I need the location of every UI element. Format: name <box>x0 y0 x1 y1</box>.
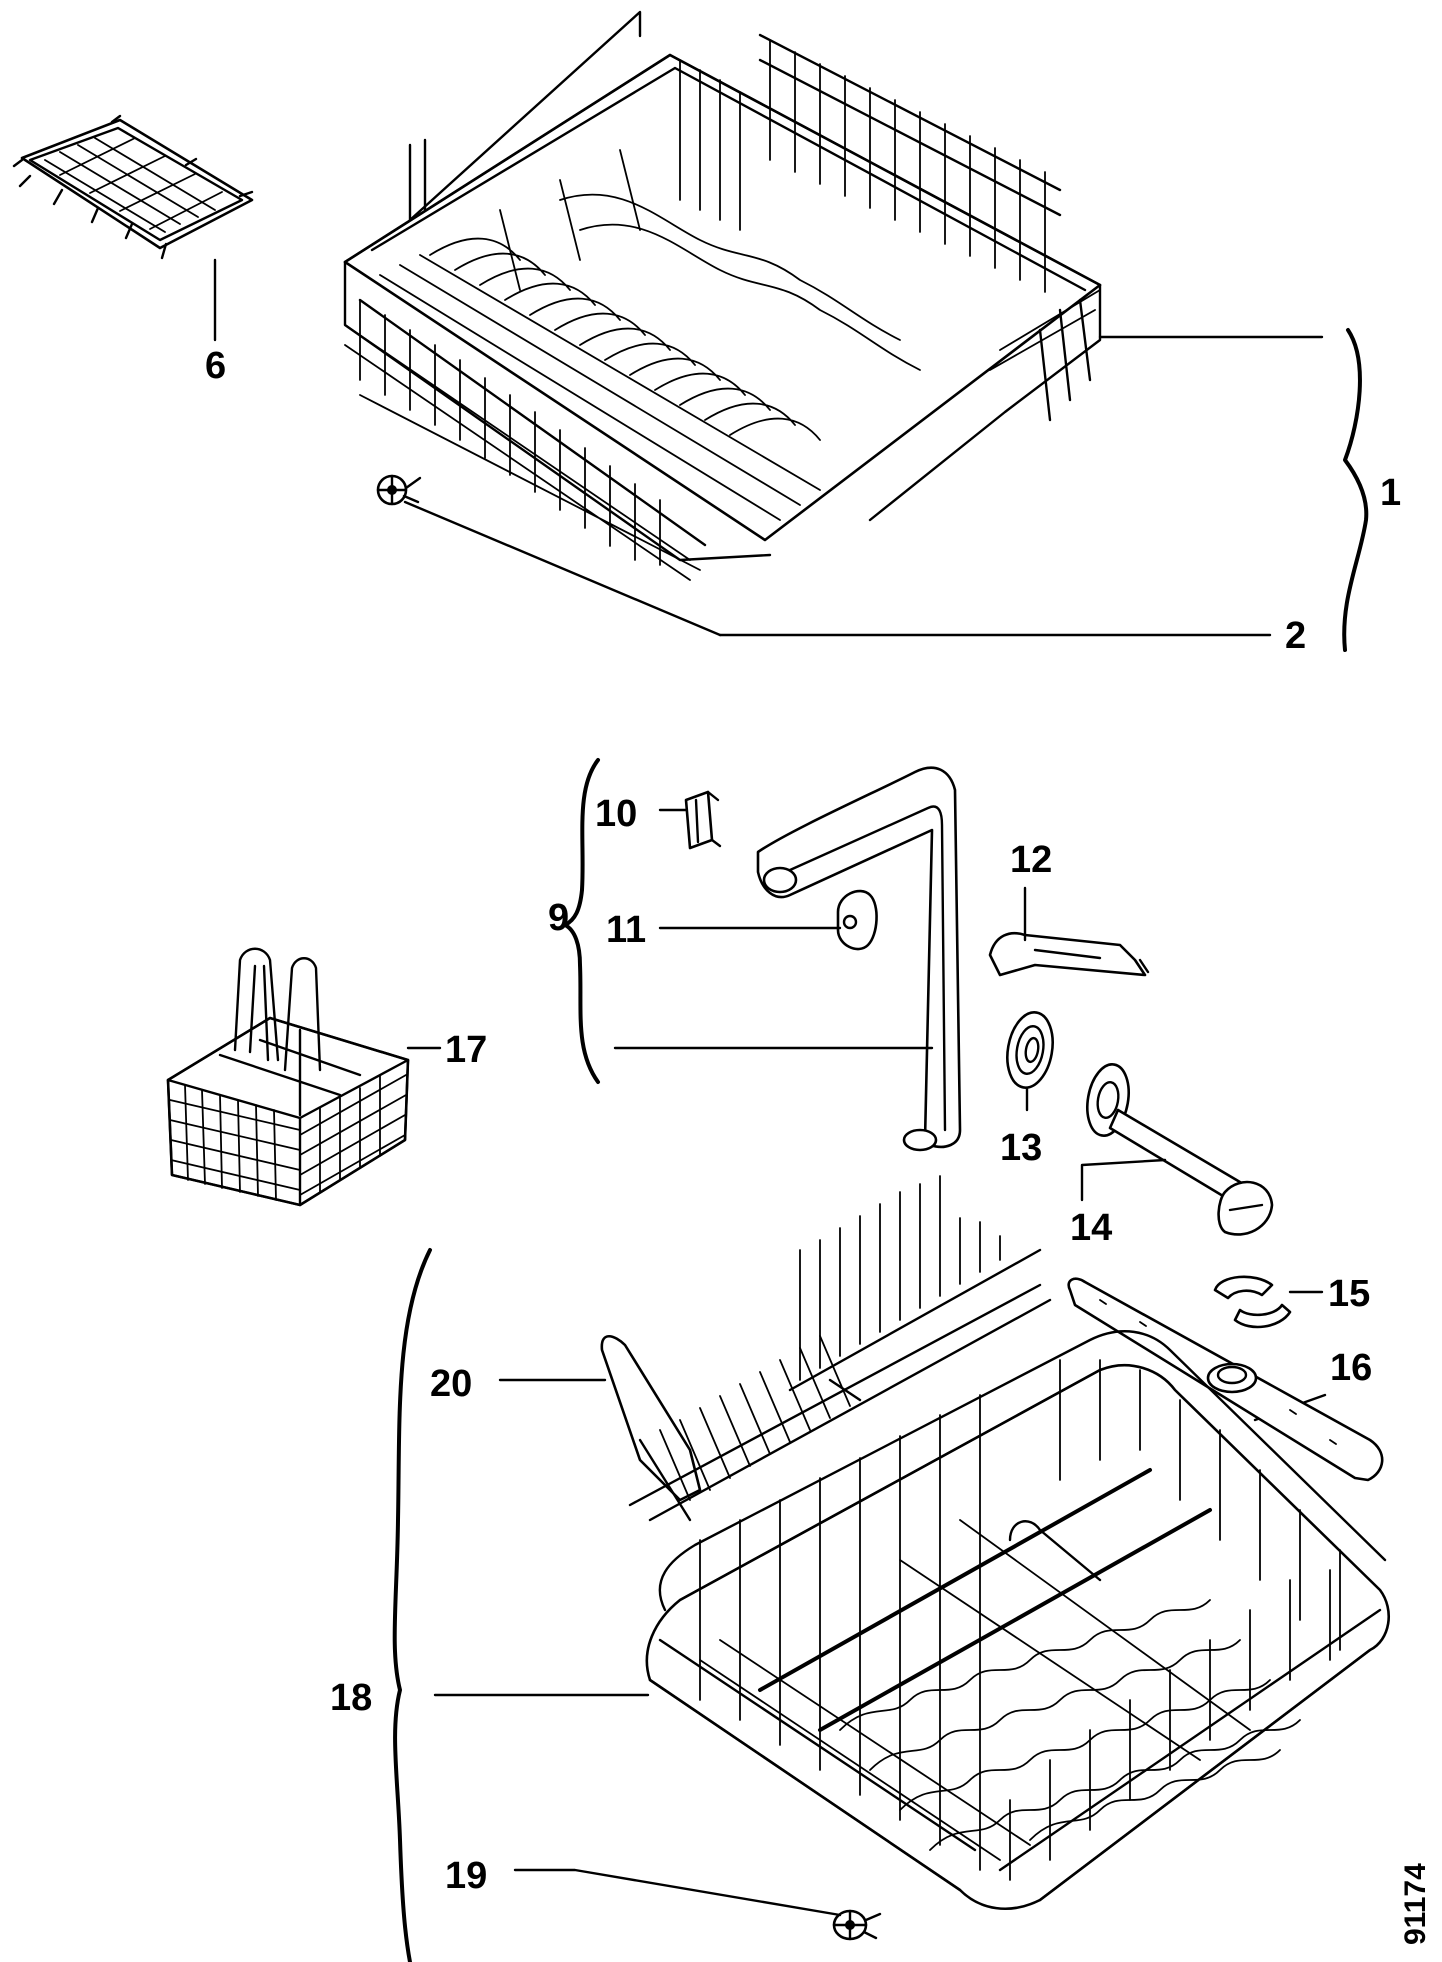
label-18: 18 <box>330 1677 372 1719</box>
label-13: 13 <box>1000 1127 1042 1169</box>
upper-basket-wheel-drawing <box>376 474 422 506</box>
label-19: 19 <box>445 1855 487 1897</box>
cutlery-basket-drawing <box>166 947 410 1207</box>
water-tube-drawing <box>684 766 1274 1236</box>
label-1: 1 <box>1380 472 1401 514</box>
part-labels: 1 2 6 9 10 11 12 13 14 15 16 17 18 19 20… <box>205 345 1432 1945</box>
lower-basket-drawing <box>645 1330 1390 1911</box>
lower-leaders <box>392 1248 842 1962</box>
cup-rack-drawing <box>12 114 254 342</box>
label-2: 2 <box>1285 615 1306 657</box>
label-20: 20 <box>430 1363 472 1405</box>
label-17: 17 <box>445 1029 487 1071</box>
label-14: 14 <box>1070 1207 1112 1249</box>
upper-basket-drawing <box>343 10 1102 581</box>
label-12: 12 <box>1010 839 1052 881</box>
upper-leaders <box>403 328 1369 652</box>
figure-number: 91174 <box>1399 1863 1432 1945</box>
label-6: 6 <box>205 345 226 387</box>
label-15: 15 <box>1328 1273 1370 1315</box>
label-9: 9 <box>548 897 569 939</box>
label-10: 10 <box>595 793 637 835</box>
lower-spray-arm-drawing <box>1067 1277 1384 1482</box>
plate-rack-insert-drawing <box>600 1175 1052 1522</box>
lower-basket-wheel-drawing <box>832 1909 882 1941</box>
label-16: 16 <box>1330 1347 1372 1389</box>
spray-arm-nut-drawing <box>1213 1275 1292 1329</box>
label-11: 11 <box>606 909 646 951</box>
